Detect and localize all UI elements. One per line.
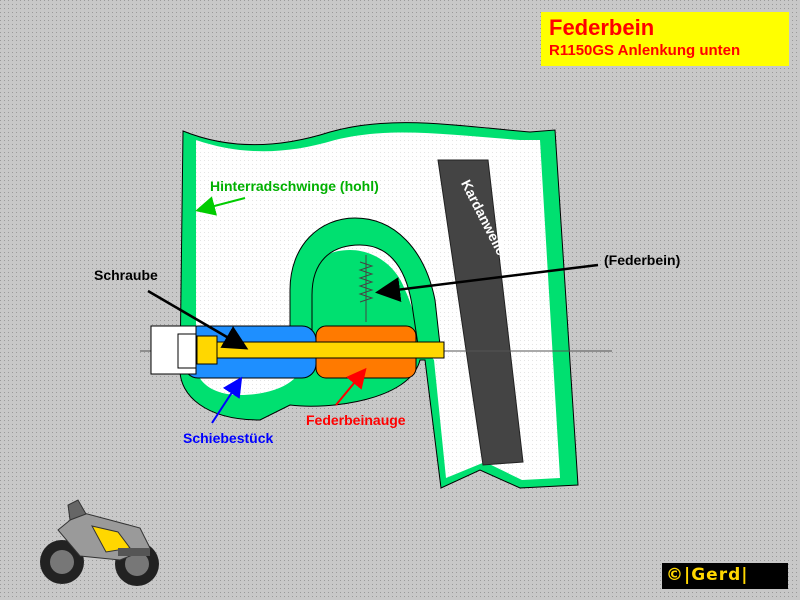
label-slider: Schiebestück bbox=[183, 430, 274, 446]
title-box: Federbein R1150GS Anlenkung unten bbox=[541, 12, 789, 66]
shock-spring bbox=[358, 255, 374, 322]
driveshaft bbox=[437, 159, 524, 466]
copyright-logo: ©|Gerd| bbox=[662, 563, 788, 589]
bolt-collar bbox=[196, 335, 218, 365]
bolt-washer bbox=[177, 333, 197, 369]
motorcycle-icon bbox=[40, 499, 159, 586]
page-title: Federbein bbox=[549, 15, 655, 40]
arrow-bolt bbox=[147, 289, 249, 350]
page-subtitle: R1150GS Anlenkung unten bbox=[549, 42, 741, 59]
arrow-swingarm bbox=[195, 196, 246, 216]
arrow-slider bbox=[211, 376, 243, 424]
swingarm-loop bbox=[289, 217, 441, 346]
label-shock: (Federbein) bbox=[604, 252, 681, 268]
label-swingarm: Hinterradschwinge (hohl) bbox=[210, 178, 379, 194]
bolt-shaft bbox=[195, 341, 445, 359]
arrow-shock bbox=[375, 263, 599, 302]
label-bolt: Schraube bbox=[94, 267, 158, 283]
label-eye: Federbeinauge bbox=[306, 412, 406, 428]
arrow-eye bbox=[335, 367, 367, 406]
